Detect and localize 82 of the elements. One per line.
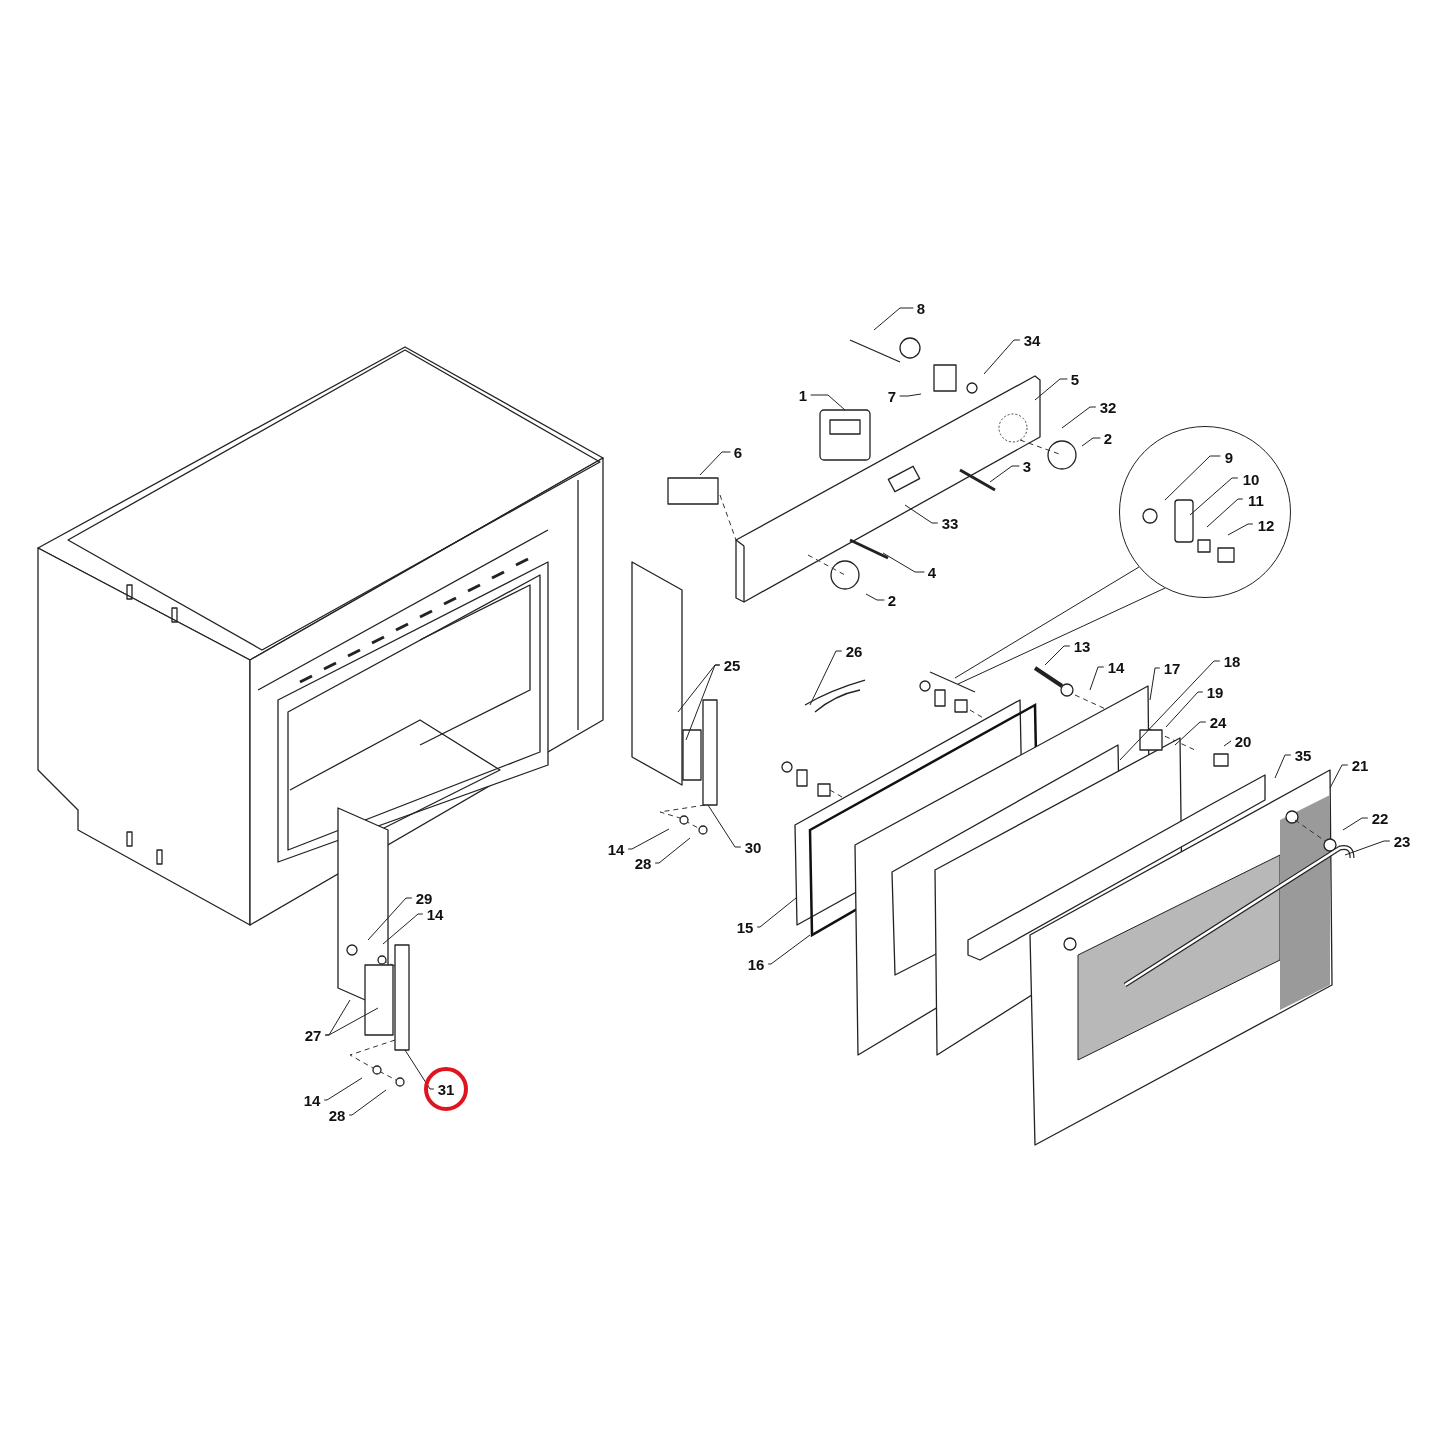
- leader-line: [957, 587, 1166, 685]
- leader-line: [707, 804, 742, 848]
- callout-number: 10: [1241, 471, 1261, 487]
- leader-line: [756, 897, 797, 928]
- callout-number: 16: [746, 956, 766, 972]
- leader-line: [654, 837, 691, 864]
- callout-number: 8: [915, 300, 927, 316]
- callout-number: 4: [926, 564, 938, 580]
- leader-line: [1061, 406, 1097, 429]
- leader-line: [348, 1089, 387, 1116]
- callout-number: 21: [1350, 757, 1370, 773]
- callout-number: 14: [606, 841, 626, 857]
- callout-number: 29: [414, 890, 434, 906]
- leader-line: [1044, 645, 1071, 666]
- leader-line: [899, 393, 922, 397]
- callout-number: 9: [1223, 449, 1235, 465]
- leader-line: [1206, 498, 1244, 528]
- leader-line: [382, 913, 424, 945]
- leader-line: [1342, 817, 1369, 831]
- leader-line: [1119, 660, 1221, 761]
- leader-line: [367, 897, 413, 941]
- leader-line: [865, 593, 885, 601]
- callout-number: 1: [797, 387, 809, 403]
- callout-number: 14: [425, 906, 445, 922]
- leader-line: [904, 504, 939, 524]
- leader-line: [1189, 477, 1239, 516]
- callout-number: 24: [1208, 714, 1228, 730]
- leader-line: [1274, 754, 1292, 779]
- leader-line: [323, 1077, 363, 1101]
- leader-line: [882, 552, 925, 573]
- callout-number: 22: [1370, 810, 1390, 826]
- callout-number: 7: [886, 388, 898, 404]
- leader-line: [324, 1007, 379, 1036]
- callout-number: 25: [722, 657, 742, 673]
- callout-number: 18: [1222, 653, 1242, 669]
- callout-number: 19: [1205, 684, 1225, 700]
- callout-number: 3: [1021, 458, 1033, 474]
- callout-number: 20: [1233, 733, 1253, 749]
- leader-line: [989, 465, 1020, 483]
- callout-number: 5: [1069, 371, 1081, 387]
- callout-number: 27: [303, 1027, 323, 1043]
- leader-line: [699, 451, 731, 476]
- leader-line: [809, 650, 843, 706]
- callout-number: 2: [1102, 430, 1114, 446]
- callout-number: 28: [633, 855, 653, 871]
- leader-line: [1223, 740, 1232, 747]
- callout-number: 2: [886, 592, 898, 608]
- leader-line: [404, 1049, 435, 1090]
- callout-number: 35: [1293, 747, 1313, 763]
- leader-line: [983, 339, 1021, 375]
- leader-line: [1149, 667, 1161, 701]
- callout-number: 15: [735, 919, 755, 935]
- leader-line: [767, 934, 811, 965]
- leader-line: [1081, 437, 1101, 447]
- callout-number: 14: [302, 1092, 322, 1108]
- leader-line: [685, 664, 721, 741]
- leader-line: [810, 394, 846, 411]
- callout-number: 34: [1022, 332, 1042, 348]
- leader-line: [1165, 691, 1204, 728]
- leader-line: [1344, 840, 1391, 856]
- leader-line: [627, 828, 670, 850]
- callout-number: 17: [1162, 660, 1182, 676]
- callout-number: 13: [1072, 638, 1092, 654]
- callout-number: 14: [1106, 659, 1126, 675]
- callout-number: 6: [732, 444, 744, 460]
- callout-number: 33: [940, 515, 960, 531]
- callout-number: 30: [743, 839, 763, 855]
- callout-number: 31: [424, 1067, 468, 1111]
- leader-line: [1174, 721, 1207, 746]
- leader-line: [1227, 523, 1254, 536]
- leader-line: [1164, 455, 1221, 501]
- callout-number: 26: [844, 643, 864, 659]
- callout-number: 32: [1098, 399, 1118, 415]
- leader-line: [1329, 764, 1349, 789]
- leader-line: [1034, 378, 1068, 401]
- leader-line: [1089, 666, 1105, 691]
- leader-line: [954, 566, 1140, 679]
- callout-number: 23: [1392, 833, 1412, 849]
- callout-number: 11: [1247, 492, 1265, 508]
- leader-line: [873, 307, 914, 331]
- callout-number: 28: [327, 1107, 347, 1123]
- callout-number: 12: [1256, 517, 1276, 533]
